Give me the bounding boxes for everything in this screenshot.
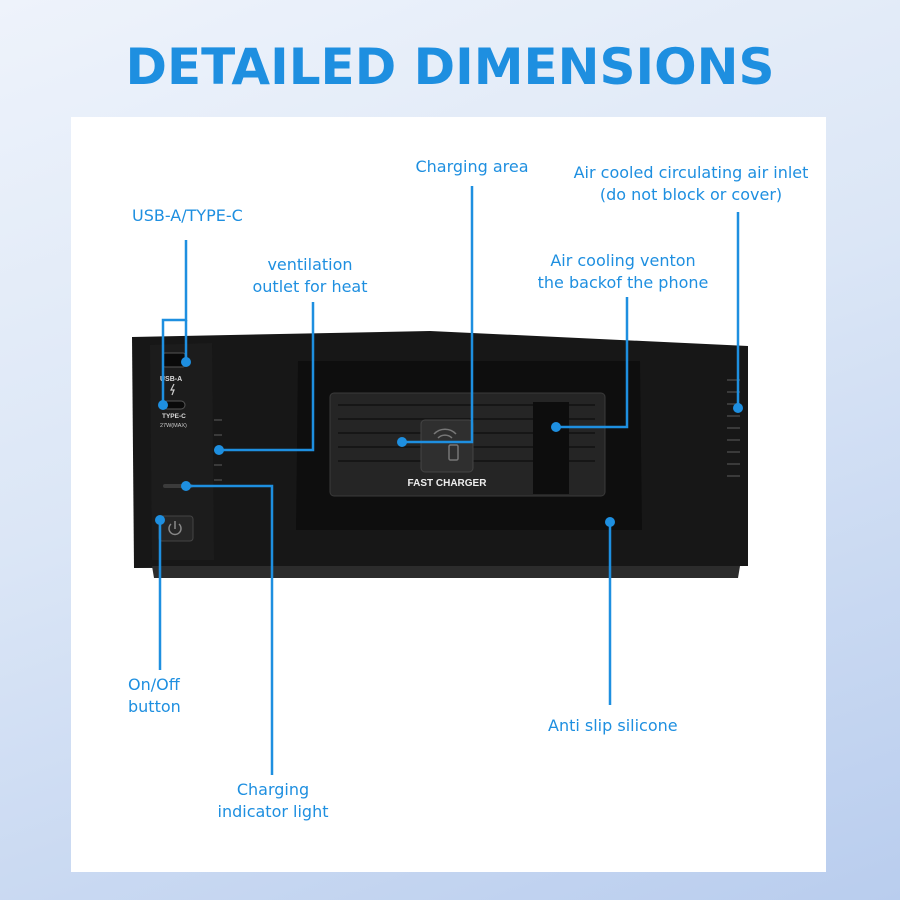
- callout-ventilation: ventilation outlet for heat: [252, 255, 368, 296]
- callout-anti-slip: Anti slip silicone: [548, 716, 678, 735]
- callout-lines: [158, 186, 740, 775]
- side-panel: [150, 343, 214, 560]
- type-c-label: TYPE-C: [162, 413, 186, 420]
- callout-air-inlet: Air cooled circulating air inlet (do not…: [573, 163, 809, 204]
- fast-charger-label: FAST CHARGER: [408, 478, 488, 489]
- callout-air-cooling-vent: Air cooling venton the backof the phone: [537, 251, 709, 292]
- wireless-charge-icon: [433, 428, 459, 461]
- callout-on-off: On/Off button: [128, 675, 181, 716]
- type-c-power-label: 27W(MAX): [160, 423, 187, 429]
- charger-device: FAST CHARGER USB-A TYPE-C 27W(MAX): [132, 331, 748, 578]
- power-icon: [168, 521, 182, 536]
- wireless-charge-icon: [420, 419, 474, 473]
- callout-dots: [155, 357, 743, 527]
- air-inlet-vents: [727, 379, 740, 477]
- callout-charging-area: Charging area: [415, 157, 529, 176]
- callout-indicator: Charging indicator light: [217, 780, 329, 821]
- lightning-icon: [170, 383, 175, 396]
- page-title: DETAILED DIMENSIONS: [125, 38, 775, 96]
- anti-slip-base: [152, 566, 740, 578]
- usb-a-label: USB-A: [160, 376, 182, 383]
- callout-usb: USB-A/TYPE-C: [132, 206, 243, 225]
- phone-vent-slot: [533, 402, 569, 494]
